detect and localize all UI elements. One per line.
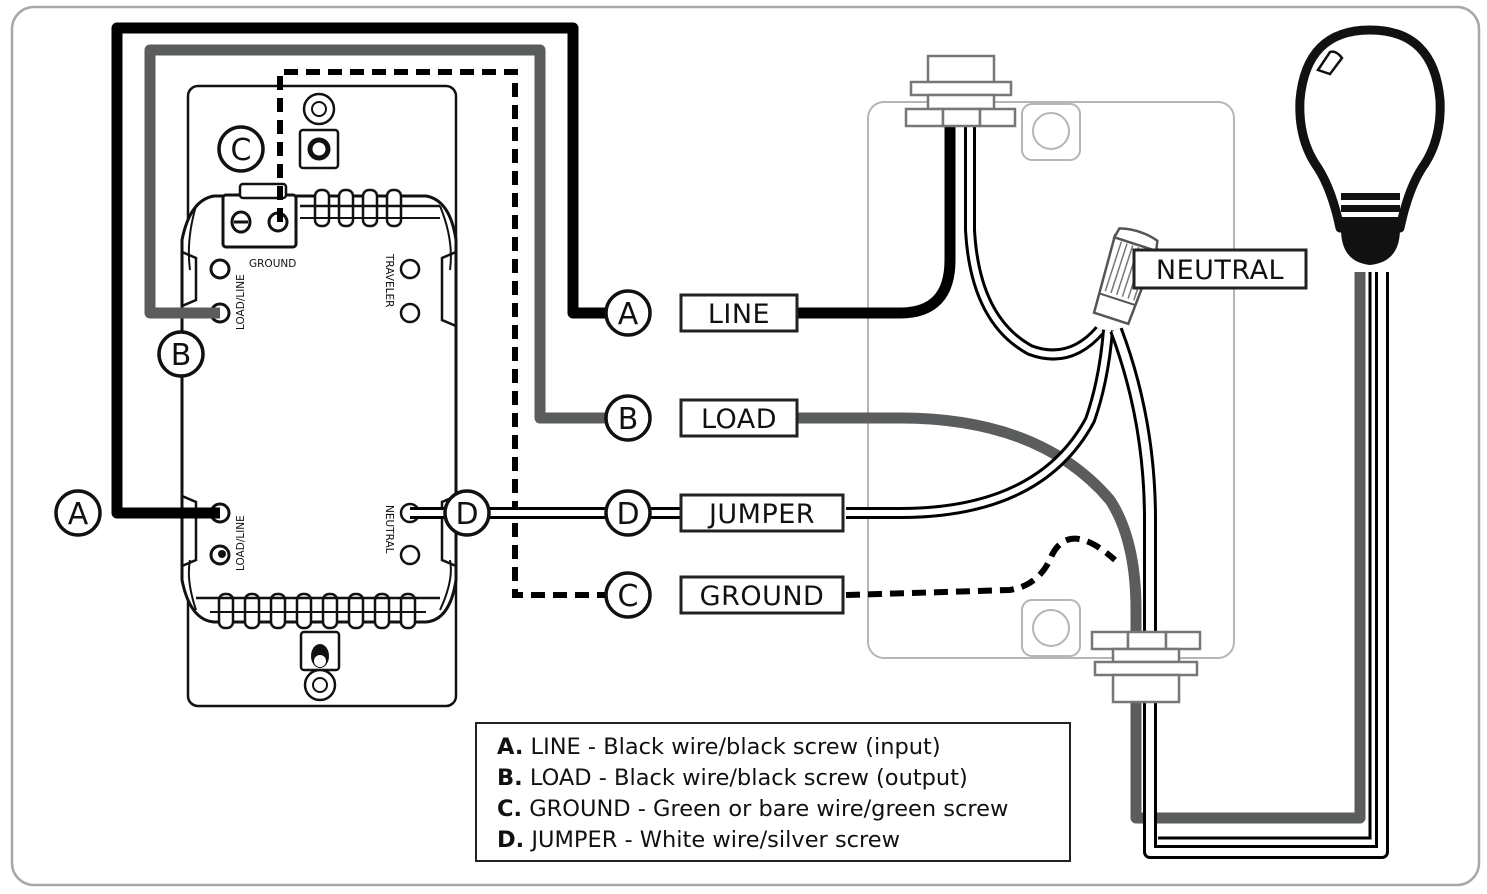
box-mount-hole-bottom (1032, 609, 1070, 647)
wire-letter: B (618, 402, 639, 437)
wire-marker-jumper: D JUMPER (604, 489, 845, 537)
cable-clamp-bottom (1090, 630, 1202, 704)
legend-item: C. GROUND - Green or bare wire/green scr… (497, 796, 1009, 822)
ridge (313, 188, 331, 228)
wire-line (111, 22, 956, 519)
label-neutral-terminal: NEUTRAL (383, 505, 395, 554)
svg-text:A: A (68, 497, 89, 532)
legend-box: A. LINE - Black wire/black screw (input)… (475, 722, 1071, 862)
wire-letter: C (618, 579, 639, 614)
terminal-unused-bottom-right (399, 544, 421, 566)
cable-clamp-top (904, 54, 1017, 128)
legend-item: D. JUMPER - White wire/silver screw (497, 827, 901, 853)
marker-ground-switch: C (217, 125, 265, 173)
neutral-tag: NEUTRAL (1132, 248, 1308, 290)
wire-tag-label: LOAD (701, 404, 777, 435)
svg-text:B: B (171, 338, 192, 373)
legend-item: A. LINE - Black wire/black screw (input) (497, 734, 941, 760)
wire-letter-circle (604, 489, 652, 537)
wire-markers: A LINE B LOAD D JUMPER C GROUND (604, 289, 845, 619)
switch-body (180, 194, 458, 624)
marker-load-switch: B (157, 330, 205, 378)
wire-ground (277, 69, 1117, 598)
wire-letter-circle (604, 571, 652, 619)
wire-letter-circle (604, 394, 652, 442)
wire-letter: D (616, 497, 639, 532)
wire-tag (679, 493, 845, 533)
label-load-line-bottom: LOAD/LINE (235, 515, 247, 571)
outer-frame (10, 5, 1481, 887)
light-bulb-icon (1295, 25, 1445, 265)
ridge (385, 188, 403, 228)
wire-marker-load: B LOAD (604, 394, 799, 442)
wire-load (144, 44, 1366, 824)
wire-tag (679, 293, 799, 333)
ridge (337, 188, 355, 228)
svg-text:C: C (231, 133, 252, 168)
wire-tag (679, 398, 799, 438)
terminal-traveler-1 (399, 258, 421, 280)
label-traveler: TRAVELER (383, 253, 395, 307)
ridge (361, 188, 379, 228)
legend-item: B. LOAD - Black wire/black screw (output… (497, 765, 968, 791)
marker-jumper-switch: D (443, 489, 491, 537)
wire-tag-label: LINE (708, 299, 770, 330)
svg-text:D: D (455, 497, 478, 532)
marker-line-switch: A (54, 489, 102, 537)
label-load-line-top: LOAD/LINE (235, 274, 247, 330)
terminal-unused-top-left (209, 258, 231, 280)
wire-letter: A (618, 297, 639, 332)
electrical-box (867, 101, 1235, 659)
box-outline (867, 101, 1235, 659)
wire-tag (679, 575, 845, 615)
wire-tag-label: JUMPER (707, 499, 815, 530)
wire-marker-ground: C GROUND (604, 571, 845, 619)
switch-device: GROUND LOAD/LINE TRAVELER LOAD/LINE NEUT… (180, 84, 458, 708)
terminal-traveler-2 (399, 302, 421, 324)
wire-marker-line: A LINE (604, 289, 799, 337)
wire-neutral-group (410, 125, 1389, 859)
box-mount-hole-top (1032, 112, 1070, 150)
svg-text:NEUTRAL: NEUTRAL (1156, 255, 1284, 286)
label-ground-terminal: GROUND (249, 258, 296, 270)
wire-letter-circle (604, 289, 652, 337)
wire-tag-label: GROUND (700, 581, 825, 612)
